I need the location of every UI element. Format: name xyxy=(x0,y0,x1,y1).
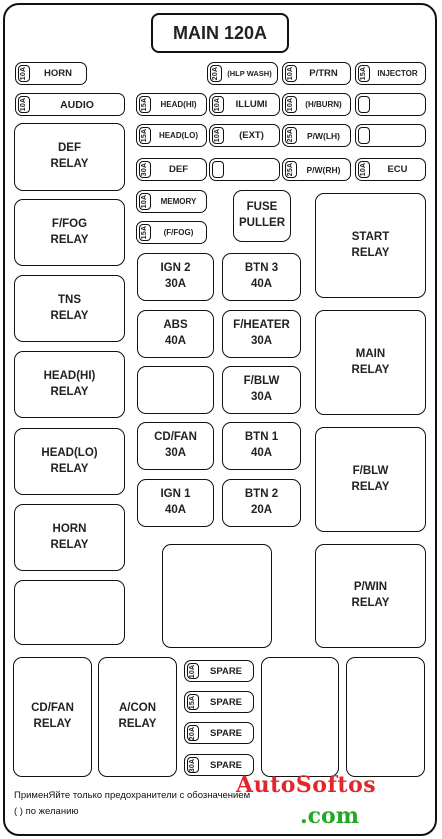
fuse-amp-rating: 25A xyxy=(285,161,297,178)
fuse-box-outline xyxy=(3,3,437,836)
watermark-domain: .com xyxy=(300,803,360,829)
fuse-amp-rating: 10A xyxy=(212,127,224,144)
fuse-ign2-30a: IGN 2 30A xyxy=(137,253,214,301)
fuse-slot-empty xyxy=(209,158,280,181)
relay-slot-empty xyxy=(14,580,125,645)
fuse-amp-rating: 15A xyxy=(358,65,370,82)
fuse-ign1-40a: IGN 1 40A xyxy=(137,479,214,527)
fuse-amp-rating: 15A xyxy=(139,224,151,241)
fuse-ext: 10A(EXT) xyxy=(209,124,280,147)
f-fog-relay: F/FOG RELAY xyxy=(14,199,125,266)
relay-slot-empty xyxy=(346,657,425,777)
fuse-amp-rating: 10A xyxy=(285,65,297,82)
fuse-slot-empty xyxy=(355,124,426,147)
fuse-amp-rating: 10A xyxy=(212,96,224,113)
fuse-amp-rating: 15A xyxy=(139,96,151,113)
fuse-btn1-40a: BTN 1 40A xyxy=(222,422,301,470)
fuse-amp-rating: 30A xyxy=(139,161,151,178)
fuse-amp-rating xyxy=(212,161,224,178)
horn-relay: HORN RELAY xyxy=(14,504,125,571)
fuse-amp-rating xyxy=(358,127,370,144)
cd-fan-relay: CD/FAN RELAY xyxy=(13,657,92,777)
footer-note: ПрименЯйте только предохранители с обозн… xyxy=(14,790,251,801)
main-fuse-120a: MAIN 120A xyxy=(151,13,289,53)
fuse-amp-rating: 30A xyxy=(187,757,199,773)
watermark: AutoSoftos xyxy=(236,772,377,798)
def-relay: DEF RELAY xyxy=(14,123,125,191)
fuse-amp-rating: 10A xyxy=(187,663,199,679)
fuse-f-fog: 15A(F/FOG) xyxy=(136,221,207,244)
fuse-h-burn: 10A(H/BURN) xyxy=(282,93,351,116)
fuse-amp-rating: 15A xyxy=(139,127,151,144)
fuse-abs-40a: ABS 40A xyxy=(137,310,214,358)
fuse-amp-rating: 15A xyxy=(187,694,199,710)
tns-relay: TNS RELAY xyxy=(14,275,125,342)
fuse-amp-rating: 20A xyxy=(210,65,222,82)
fuse-slot-empty xyxy=(137,366,214,414)
fuse-f-heater-30a: F/HEATER 30A xyxy=(222,310,301,358)
footer-note-optional: ( ) по желанию xyxy=(14,806,79,817)
fuse-amp-rating xyxy=(358,96,370,113)
fuse-slot-empty xyxy=(355,93,426,116)
fuse-f-blw-30a: F/BLW 30A xyxy=(222,366,301,414)
head-hi-relay: HEAD(HI) RELAY xyxy=(14,351,125,418)
fuse-puller: FUSE PULLER xyxy=(233,190,291,242)
fuse-btn2-20a: BTN 2 20A xyxy=(222,479,301,527)
head-lo-relay: HEAD(LO) RELAY xyxy=(14,428,125,495)
fuse-btn3-40a: BTN 3 40A xyxy=(222,253,301,301)
fuse-amp-rating: 10A xyxy=(358,161,370,178)
relay-slot-empty xyxy=(261,657,339,777)
fuse-amp-rating: 10A xyxy=(18,65,30,82)
fuse-amp-rating: 10A xyxy=(18,96,30,113)
fuse-amp-rating: 25A xyxy=(285,127,297,144)
fuse-amp-rating: 20A xyxy=(187,725,199,741)
main-relay: MAIN RELAY xyxy=(315,310,426,415)
relay-slot-empty xyxy=(162,544,272,648)
fuse-amp-rating: 10A xyxy=(285,96,297,113)
p-win-relay: P/WIN RELAY xyxy=(315,544,426,648)
a-con-relay: A/CON RELAY xyxy=(98,657,177,777)
f-blw-relay: F/BLW RELAY xyxy=(315,427,426,532)
fuse-cd-fan-30a: CD/FAN 30A xyxy=(137,422,214,470)
fuse-hlp-wash: 20A(HLP WASH) xyxy=(207,62,278,85)
start-relay: START RELAY xyxy=(315,193,426,298)
fuse-amp-rating: 10A xyxy=(139,193,151,210)
